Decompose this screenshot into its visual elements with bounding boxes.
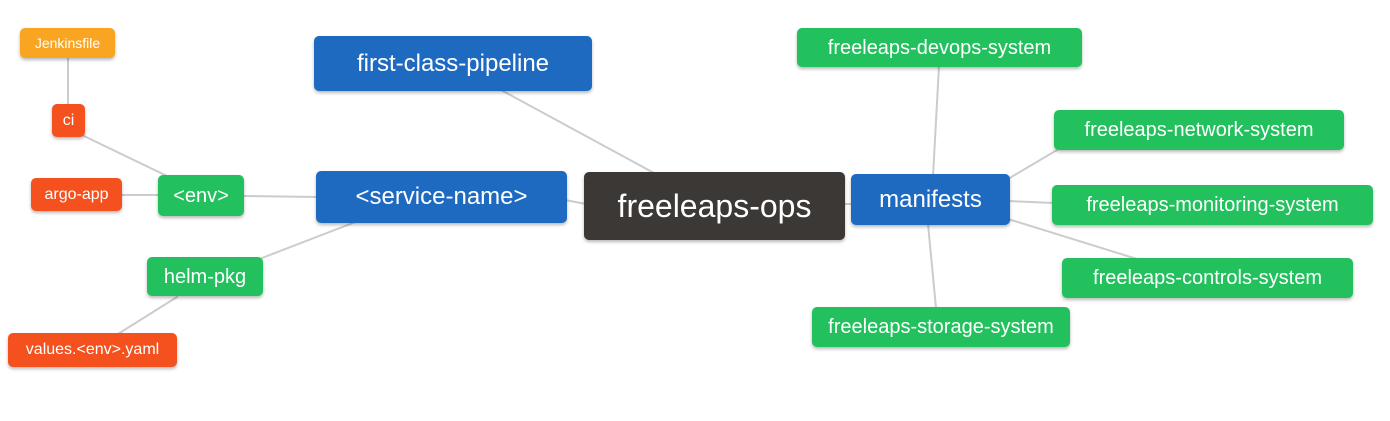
edge-ops-service-name xyxy=(564,199,587,205)
node-argo-app[interactable]: argo-app xyxy=(31,178,122,211)
node-jenkinsfile[interactable]: Jenkinsfile xyxy=(20,28,115,58)
node-helm-pkg[interactable]: helm-pkg xyxy=(147,257,263,296)
edge-service-name-env xyxy=(243,195,319,198)
node-manifests[interactable]: manifests xyxy=(851,174,1010,225)
node-freeleaps-controls-system[interactable]: freeleaps-controls-system xyxy=(1062,258,1353,298)
node-freeleaps-storage-system[interactable]: freeleaps-storage-system xyxy=(812,307,1070,347)
node-freeleaps-monitoring-system[interactable]: freeleaps-monitoring-system xyxy=(1052,185,1373,225)
edge-env-ci xyxy=(83,135,168,177)
edge-manifests-network-system xyxy=(1007,149,1058,180)
edge-manifests-controls-system xyxy=(1007,218,1138,260)
node-values-env-yaml[interactable]: values.<env>.yaml xyxy=(8,333,177,367)
node-service-name[interactable]: <service-name> xyxy=(316,171,567,223)
node-env[interactable]: <env> xyxy=(158,175,244,216)
node-freeleaps-devops-system[interactable]: freeleaps-devops-system xyxy=(797,28,1082,67)
edge-manifests-monitoring-system xyxy=(1007,200,1055,204)
edge-service-name-helm-pkg xyxy=(261,220,359,259)
edge-ops-first-class-pipeline xyxy=(500,89,655,174)
edge-helm-pkg-values-env-yaml xyxy=(117,296,178,335)
edge-manifests-devops-system xyxy=(932,65,940,177)
node-freeleaps-network-system[interactable]: freeleaps-network-system xyxy=(1054,110,1344,150)
edge-manifests-storage-system xyxy=(927,223,937,309)
node-ci[interactable]: ci xyxy=(52,104,85,137)
node-freeleaps-ops[interactable]: freeleaps-ops xyxy=(584,172,845,240)
node-first-class-pipeline[interactable]: first-class-pipeline xyxy=(314,36,592,91)
